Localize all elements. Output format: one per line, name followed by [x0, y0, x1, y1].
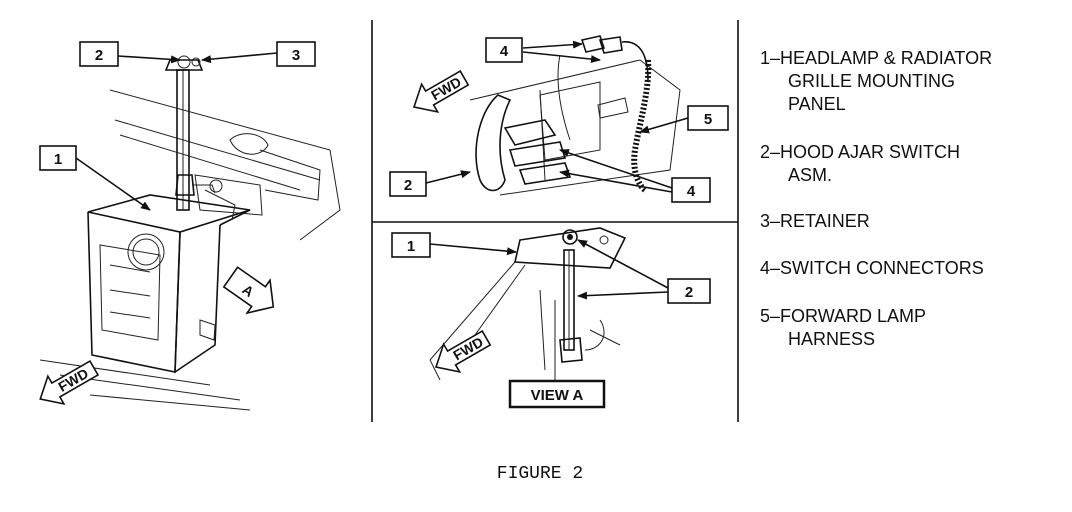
fwd-arrow-viewa: FWD	[434, 329, 492, 373]
svg-text:HARNESS: HARNESS	[788, 329, 875, 349]
svg-text:2: 2	[404, 177, 412, 194]
svg-text:4: 4	[687, 183, 696, 200]
svg-text:PANEL: PANEL	[788, 94, 846, 114]
svg-text:ASM.: ASM.	[788, 165, 832, 185]
svg-text:4: 4	[500, 43, 509, 60]
legend-item-4: 4–SWITCH CONNECTORS	[760, 258, 984, 278]
panel-dividers	[371, 20, 739, 422]
fwd-arrow-detail: FWD	[412, 69, 470, 113]
callout-4-top: 4	[485, 37, 523, 63]
svg-text:5–FORWARD LAMP: 5–FORWARD LAMP	[760, 306, 926, 326]
svg-text:VIEW A: VIEW A	[531, 387, 584, 404]
legend-item-3: 3–RETAINER	[760, 211, 870, 231]
svg-text:3: 3	[292, 47, 300, 64]
svg-text:4–SWITCH CONNECTORS: 4–SWITCH CONNECTORS	[760, 258, 984, 278]
figure-caption: FIGURE 2	[497, 464, 583, 484]
svg-text:2–HOOD AJAR SWITCH: 2–HOOD AJAR SWITCH	[760, 142, 960, 162]
svg-text:1: 1	[407, 238, 415, 255]
main-view-illustration	[39, 52, 341, 411]
callout-2-main: 2	[79, 41, 119, 67]
legend-item-5: 5–FORWARD LAMP HARNESS	[760, 306, 926, 349]
fwd-arrow-main: FWD	[39, 359, 100, 405]
svg-text:5: 5	[704, 111, 712, 128]
view-a-label: VIEW A	[508, 379, 606, 409]
svg-text:2: 2	[685, 284, 693, 301]
svg-text:1: 1	[54, 151, 62, 168]
svg-text:GRILLE MOUNTING: GRILLE MOUNTING	[788, 71, 955, 91]
callout-1-main: 1	[39, 145, 77, 171]
view-a-arrow: A	[222, 266, 275, 315]
svg-text:1–HEADLAMP & RADIATOR: 1–HEADLAMP & RADIATOR	[760, 48, 992, 68]
callout-2-detail: 2	[389, 171, 427, 197]
connector-detail-illustration	[425, 35, 689, 196]
svg-text:2: 2	[95, 47, 103, 64]
callout-3-main: 3	[276, 41, 316, 67]
callout-5: 5	[687, 105, 729, 131]
callout-2-viewa: 2	[667, 278, 711, 304]
legend-item-1: 1–HEADLAMP & RADIATOR GRILLE MOUNTING PA…	[760, 48, 992, 114]
callout-4-bottom: 4	[671, 177, 711, 203]
svg-text:3–RETAINER: 3–RETAINER	[760, 211, 870, 231]
legend-item-2: 2–HOOD AJAR SWITCH ASM.	[760, 142, 960, 185]
legend: 1–HEADLAMP & RADIATOR GRILLE MOUNTING PA…	[760, 48, 992, 349]
callout-1-viewa: 1	[391, 232, 431, 258]
